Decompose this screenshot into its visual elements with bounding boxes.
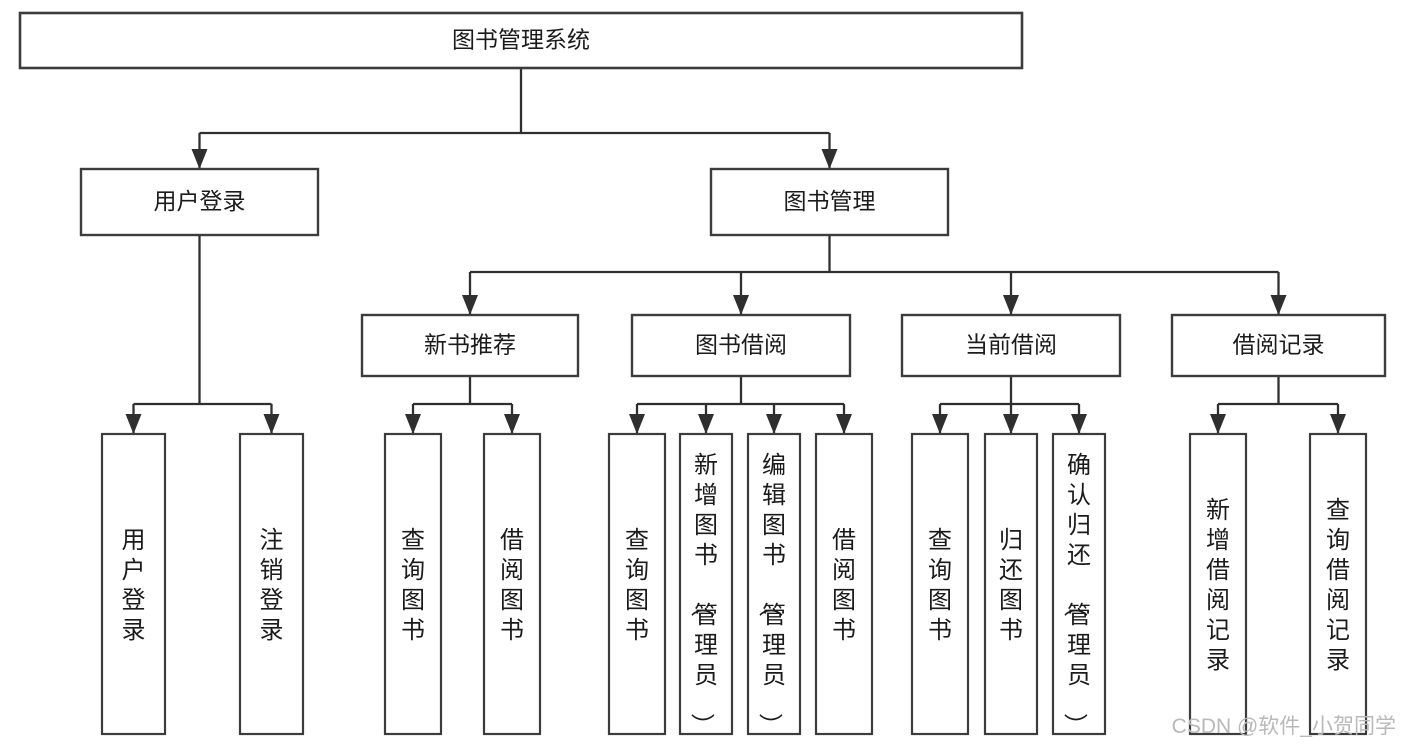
arrow-head-icon — [821, 149, 838, 169]
node-leaf-5[interactable] — [678, 432, 734, 736]
node-box-layer — [18, 11, 1387, 736]
node-level3-label-3: 借阅记录 — [1233, 332, 1325, 358]
node-level3-2[interactable] — [900, 313, 1122, 378]
node-level3-1[interactable] — [630, 313, 852, 378]
node-level2-1[interactable] — [709, 167, 950, 237]
node-root-label: 图书管理系统 — [452, 27, 590, 53]
node-leaf-label-9: 归还图书 — [999, 527, 1023, 644]
arrow-head-icon — [629, 414, 645, 434]
arrow-head-icon — [1330, 414, 1346, 434]
node-leaf-label-1: 注销登录 — [260, 527, 284, 644]
arrow-head-icon — [1003, 414, 1019, 434]
node-leaf-11[interactable] — [1188, 432, 1248, 736]
node-leaf-label-5: 新增图书（管理员） — [688, 452, 718, 737]
arrow-head-icon — [698, 414, 714, 434]
node-leaf-10[interactable] — [1051, 432, 1107, 736]
node-leaf-label-3: 借阅图书 — [500, 527, 524, 644]
node-leaf-8[interactable] — [910, 432, 970, 736]
arrow-head-icon — [766, 414, 782, 434]
node-root[interactable] — [18, 11, 1024, 70]
arrow-head-icon — [504, 414, 520, 434]
node-leaf-7[interactable] — [814, 432, 874, 736]
node-leaf-12[interactable] — [1308, 432, 1368, 736]
node-leaf-2[interactable] — [383, 432, 443, 736]
node-leaf-label-8: 查询图书 — [928, 527, 952, 644]
arrow-head-icon — [1071, 414, 1087, 434]
connector-layer — [125, 68, 1346, 434]
arrow-head-icon — [836, 414, 852, 434]
node-level3-label-1: 图书借阅 — [695, 332, 787, 358]
node-level3-label-0: 新书推荐 — [424, 332, 516, 358]
node-leaf-0[interactable] — [100, 432, 167, 736]
node-leaf-6[interactable] — [746, 432, 802, 736]
node-level2-0[interactable] — [79, 167, 320, 237]
arrow-head-icon — [263, 414, 280, 434]
node-level3-0[interactable] — [360, 313, 580, 378]
node-leaf-9[interactable] — [983, 432, 1039, 736]
node-leaf-1[interactable] — [238, 432, 305, 736]
arrow-head-icon — [1003, 295, 1019, 315]
node-leaf-label-12: 查询借阅记录 — [1326, 497, 1350, 674]
node-leaf-4[interactable] — [607, 432, 667, 736]
node-label-layer: 图书管理系统用户登录图书管理新书推荐图书借阅当前借阅借阅记录用户登录注销登录查询… — [122, 27, 1351, 737]
arrow-head-icon — [462, 295, 478, 315]
node-level2-label-0: 用户登录 — [154, 188, 246, 214]
node-leaf-3[interactable] — [482, 432, 542, 736]
node-leaf-label-2: 查询图书 — [401, 527, 425, 644]
node-level2-label-1: 图书管理 — [784, 188, 876, 214]
arrow-head-icon — [932, 414, 948, 434]
node-leaf-label-6: 编辑图书（管理员） — [756, 452, 786, 737]
csdn-watermark: CSDN @软件_小贺同学 — [1172, 715, 1396, 738]
node-leaf-label-4: 查询图书 — [625, 527, 649, 644]
node-leaf-label-11: 新增借阅记录 — [1206, 497, 1230, 674]
arrow-head-icon — [191, 149, 208, 169]
arrow-head-icon — [1210, 414, 1226, 434]
node-leaf-label-10: 确认归还（管理员） — [1061, 452, 1091, 737]
arrow-head-icon — [125, 414, 142, 434]
node-level3-label-2: 当前借阅 — [965, 332, 1057, 358]
node-level3-3[interactable] — [1170, 313, 1387, 378]
arrow-head-icon — [733, 295, 749, 315]
arrow-head-icon — [1270, 295, 1287, 315]
node-leaf-label-7: 借阅图书 — [832, 527, 856, 644]
node-leaf-label-0: 用户登录 — [122, 527, 146, 644]
arrow-head-icon — [405, 414, 421, 434]
